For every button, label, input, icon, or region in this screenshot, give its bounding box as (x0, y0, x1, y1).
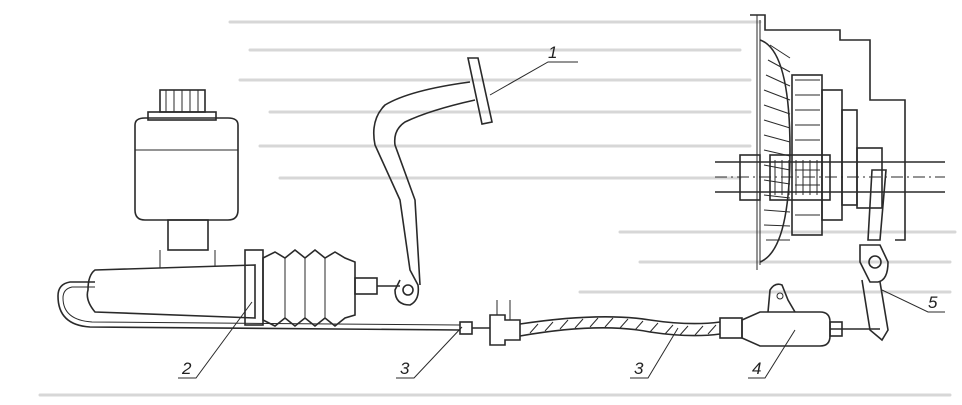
hydraulic-hose (459, 300, 743, 346)
clutch-assembly (715, 14, 945, 270)
master-cylinder (57, 248, 461, 331)
leader-lines (178, 61, 945, 379)
callout-pedal: 1 (548, 43, 557, 62)
callout-hose-left: 3 (400, 359, 410, 378)
callout-master-cylinder: 2 (181, 359, 192, 378)
callout-slave-cylinder: 4 (752, 359, 761, 378)
slave-cylinder (741, 283, 880, 347)
callout-release-fork: 5 (928, 293, 938, 312)
bleed-through-text (38, 20, 957, 397)
release-fork (859, 169, 889, 342)
fluid-reservoir (134, 89, 239, 251)
callout-hose-right: 3 (634, 359, 644, 378)
clutch-pedal (372, 57, 493, 306)
